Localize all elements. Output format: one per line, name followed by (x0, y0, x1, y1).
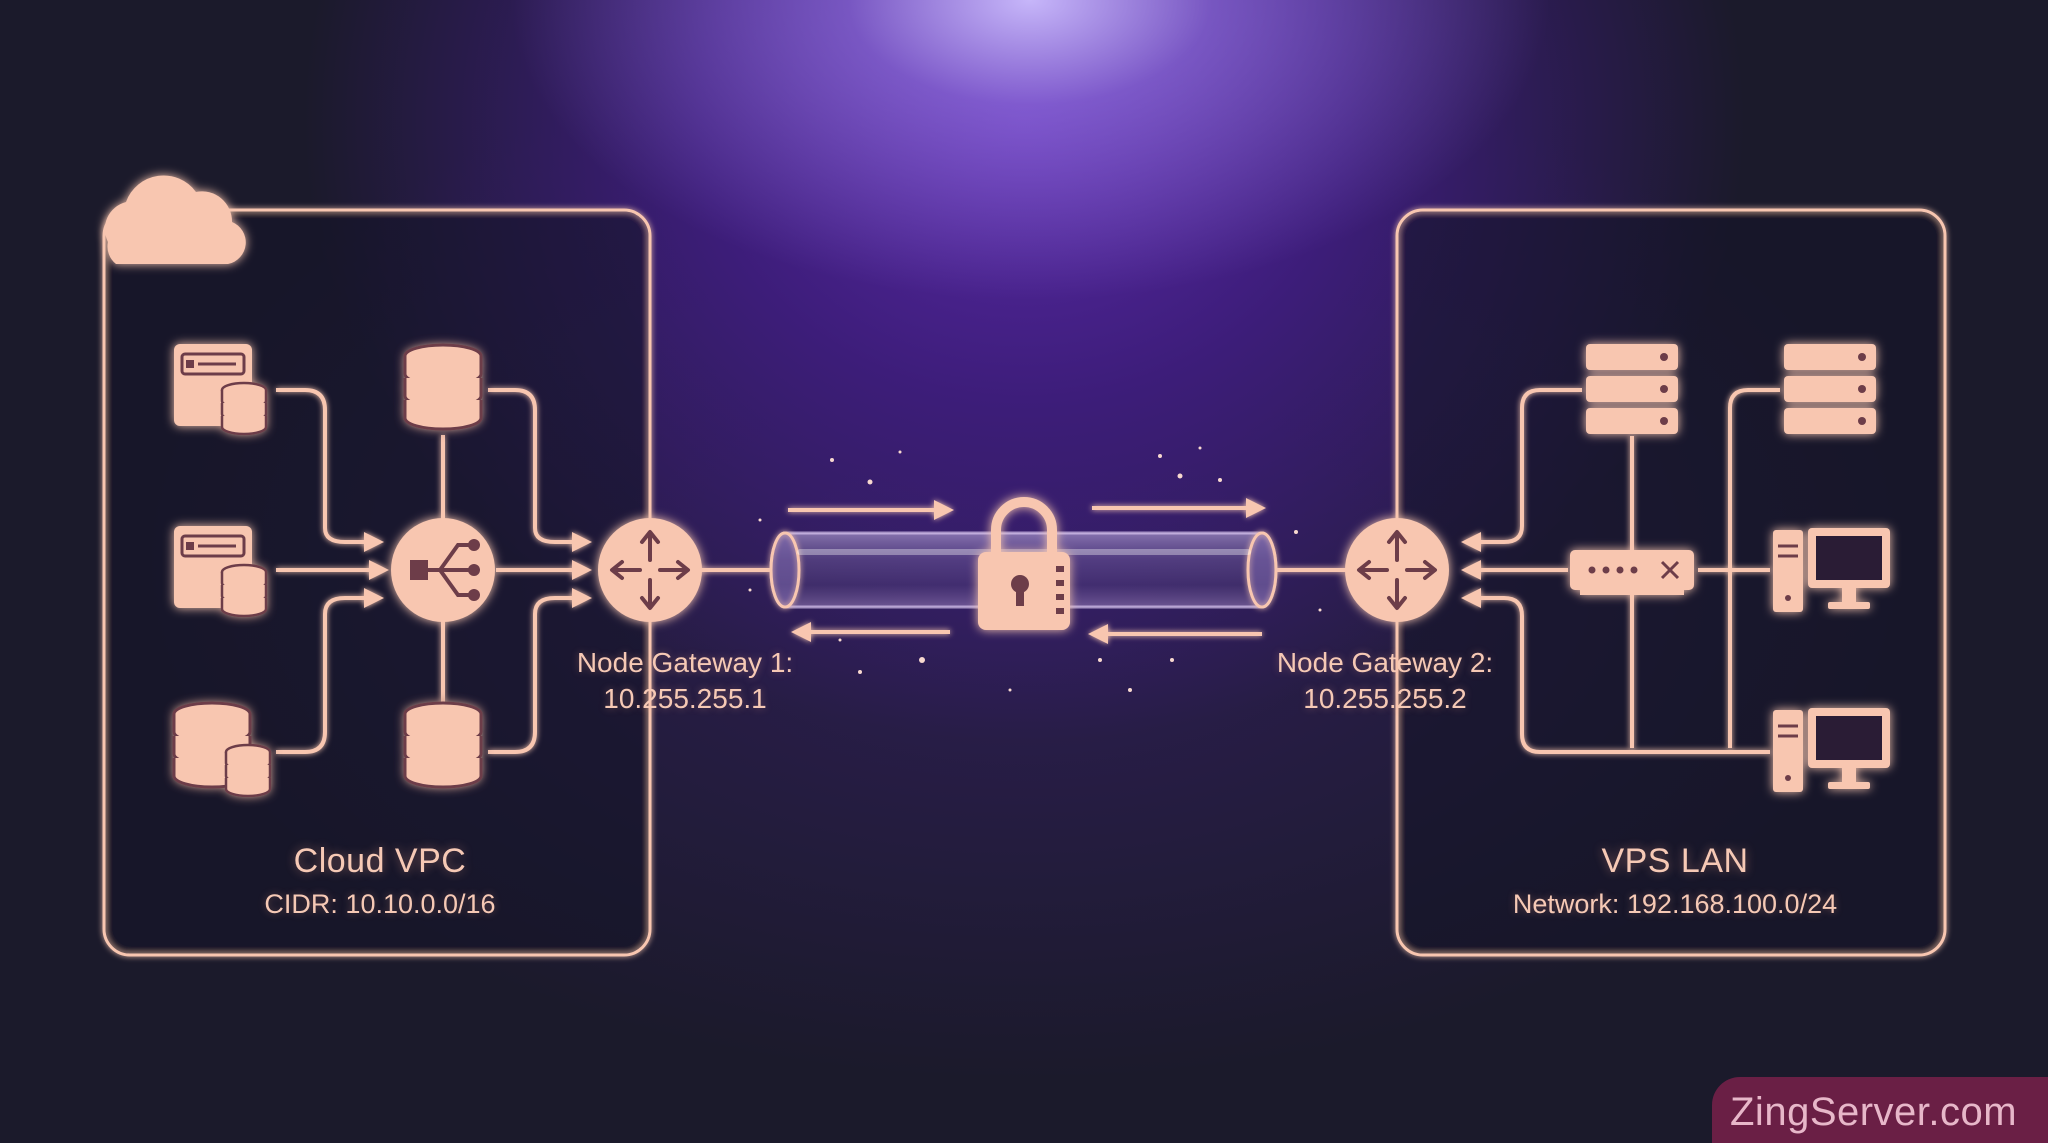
traffic-arrows (788, 498, 1266, 644)
sparkles (748, 446, 1322, 692)
cloud-vpc-title: Cloud VPC (293, 842, 467, 880)
database-icon (403, 701, 483, 789)
vps-lan-network: Network: 192.168.100.0/24 (1512, 889, 1838, 919)
router-icon (1343, 516, 1451, 624)
gateway-2-ip: 10.255.255.2 (1303, 683, 1467, 714)
watermark-text: ZingServer.com (1730, 1090, 2018, 1134)
gateway-1-label: Node Gateway 1: 10.255.255.1 (545, 645, 825, 717)
watermark-badge (1712, 1077, 2048, 1143)
gateway-1-ip: 10.255.255.1 (603, 683, 767, 714)
gateway-2-name: Node Gateway 2: (1276, 647, 1494, 678)
rack-server-icon (1784, 344, 1876, 434)
padlock-icon (978, 497, 1070, 630)
load-balancer-icon (391, 518, 495, 622)
cloud-icon (104, 175, 246, 264)
network-switch-icon (1570, 550, 1694, 595)
router-icon (596, 516, 704, 624)
rack-server-icon (1586, 344, 1678, 434)
vps-lan-links (1461, 388, 1780, 754)
cloud-vpc-cidr: CIDR: 10.10.0.0/16 (264, 889, 496, 919)
database-icon (403, 343, 483, 431)
vps-lan-title: VPS LAN (1601, 842, 1749, 880)
gateway-1-name: Node Gateway 1: (576, 647, 794, 678)
gateway-2-label: Node Gateway 2: 10.255.255.2 (1245, 645, 1525, 717)
